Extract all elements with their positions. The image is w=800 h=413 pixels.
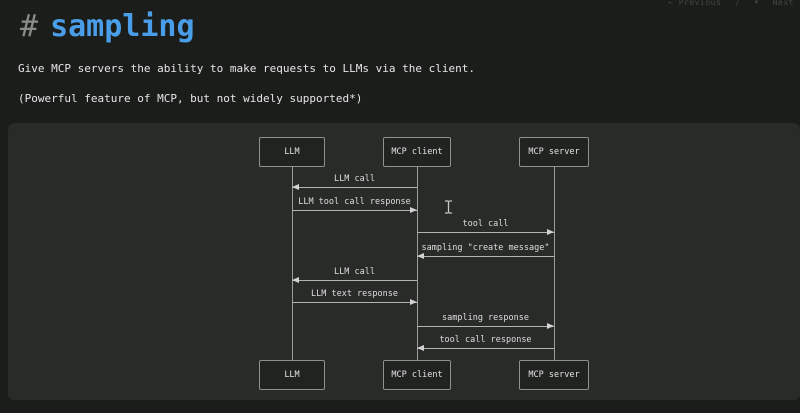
message-sampling-response: sampling response [417,311,554,329]
message-sampling-create-message: sampling "create message" [417,241,554,259]
arrow-left-icon [417,253,554,259]
message-llm-tool-call-response: LLM tool call response [292,195,417,213]
participant-label: MCP server [528,147,580,157]
arrow-right-icon [417,323,554,329]
participant-label: MCP server [528,370,580,380]
nav-previous-button[interactable]: ← Previous [668,0,722,7]
arrow-right-icon [292,299,417,305]
arrow-left-icon [417,345,554,351]
participant-label: LLM [284,147,300,157]
message-label: LLM tool call response [298,197,411,207]
message-label: sampling response [442,313,529,323]
arrow-right-icon [292,207,417,213]
intro-line-2: (Powerful feature of MCP, but not widely… [18,92,363,105]
participant-box-mcp-client-top: MCP client [383,137,451,167]
lifeline-mcp-server [554,167,555,360]
chevron-down-icon[interactable]: ▼ [754,0,759,6]
intro-line-1: Give MCP servers the ability to make req… [18,62,475,75]
message-label: LLM text response [311,289,398,299]
slide-nav: ← Previous / ▼ Next [668,0,794,7]
heading-text: sampling [50,9,195,44]
message-label: tool call [462,219,509,229]
message-llm-text-response: LLM text response [292,287,417,305]
arrow-left-icon [292,184,417,190]
message-label: LLM call [334,174,375,184]
participant-box-llm-top: LLM [259,137,325,167]
arrow-left-icon [292,277,417,283]
participant-label: MCP client [391,147,443,157]
participant-box-mcp-server-bottom: MCP server [519,360,589,390]
arrow-right-icon [417,229,554,235]
heading-hash: # [20,9,39,44]
message-llm-call-2: LLM call [292,265,417,283]
message-label: tool call response [439,335,532,345]
message-tool-call: tool call [417,217,554,235]
lifeline-llm [292,167,293,360]
nav-page-divider: / [735,0,741,7]
nav-next-button[interactable]: Next [772,0,794,7]
message-tool-call-response: tool call response [417,333,554,351]
participant-box-llm-bottom: LLM [259,360,325,390]
page-title: # sampling [20,8,195,46]
participant-label: MCP client [391,370,443,380]
message-llm-call-1: LLM call [292,172,417,190]
participant-box-mcp-server-top: MCP server [519,137,589,167]
text-cursor-icon [444,199,453,218]
participant-label: LLM [284,370,300,380]
message-label: sampling "create message" [421,243,550,253]
participant-box-mcp-client-bottom: MCP client [383,360,451,390]
sequence-diagram-panel: LLM MCP client MCP server LLM call LLM t… [8,123,800,400]
lifeline-mcp-client [417,167,418,360]
message-label: LLM call [334,267,375,277]
